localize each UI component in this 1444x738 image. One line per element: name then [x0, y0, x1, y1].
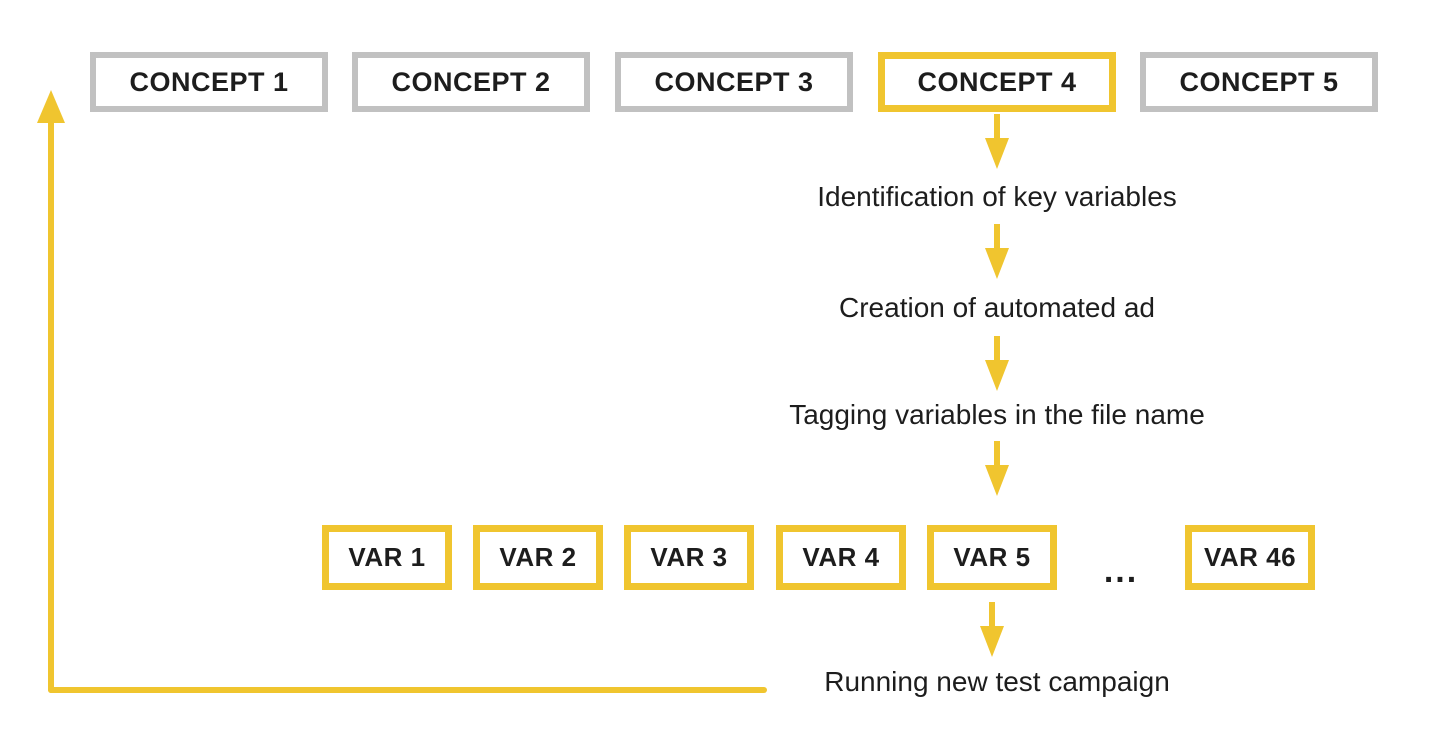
var-box-1: VAR 1: [322, 525, 452, 590]
down-arrow-icon: [985, 336, 1009, 391]
down-arrow-icon: [985, 114, 1009, 169]
concept-box-5: CONCEPT 5: [1140, 52, 1378, 112]
var-label-1: VAR 1: [348, 542, 426, 572]
step-label-running-campaign: Running new test campaign: [824, 666, 1170, 697]
step-label-creation: Creation of automated ad: [839, 292, 1155, 323]
feedback-loop-horizontal-line: [48, 687, 767, 693]
var-label-2: VAR 2: [499, 542, 577, 572]
down-arrow-icon: [985, 224, 1009, 279]
var-box-3: VAR 3: [624, 525, 754, 590]
concept-box-3: CONCEPT 3: [615, 52, 853, 112]
feedback-loop-up-arrowhead-icon: [37, 90, 65, 123]
concept-box-2: CONCEPT 2: [352, 52, 590, 112]
concept-label-5: CONCEPT 5: [1179, 66, 1339, 97]
step-label-tagging: Tagging variables in the file name: [789, 399, 1205, 430]
down-arrow-icon: [980, 602, 1004, 657]
concept-label-2: CONCEPT 2: [391, 66, 551, 97]
concept-box-4-highlighted: CONCEPT 4: [878, 52, 1116, 112]
down-arrow-icon: [985, 441, 1009, 496]
var-box-46: VAR 46: [1185, 525, 1315, 590]
step-label-identification: Identification of key variables: [817, 181, 1177, 212]
concept-label-4: CONCEPT 4: [917, 66, 1077, 97]
concept-box-1: CONCEPT 1: [90, 52, 328, 112]
var-label-3: VAR 3: [650, 542, 728, 572]
feedback-loop-vertical-line: [48, 120, 54, 693]
var-label-5: VAR 5: [953, 542, 1031, 572]
ellipsis-more-variants: ...: [1103, 552, 1139, 590]
var-box-4: VAR 4: [776, 525, 906, 590]
concept-label-1: CONCEPT 1: [129, 66, 289, 97]
var-label-4: VAR 4: [802, 542, 880, 572]
concept-label-3: CONCEPT 3: [654, 66, 814, 97]
var-label-46: VAR 46: [1203, 542, 1297, 572]
var-box-5: VAR 5: [927, 525, 1057, 590]
var-box-2: VAR 2: [473, 525, 603, 590]
